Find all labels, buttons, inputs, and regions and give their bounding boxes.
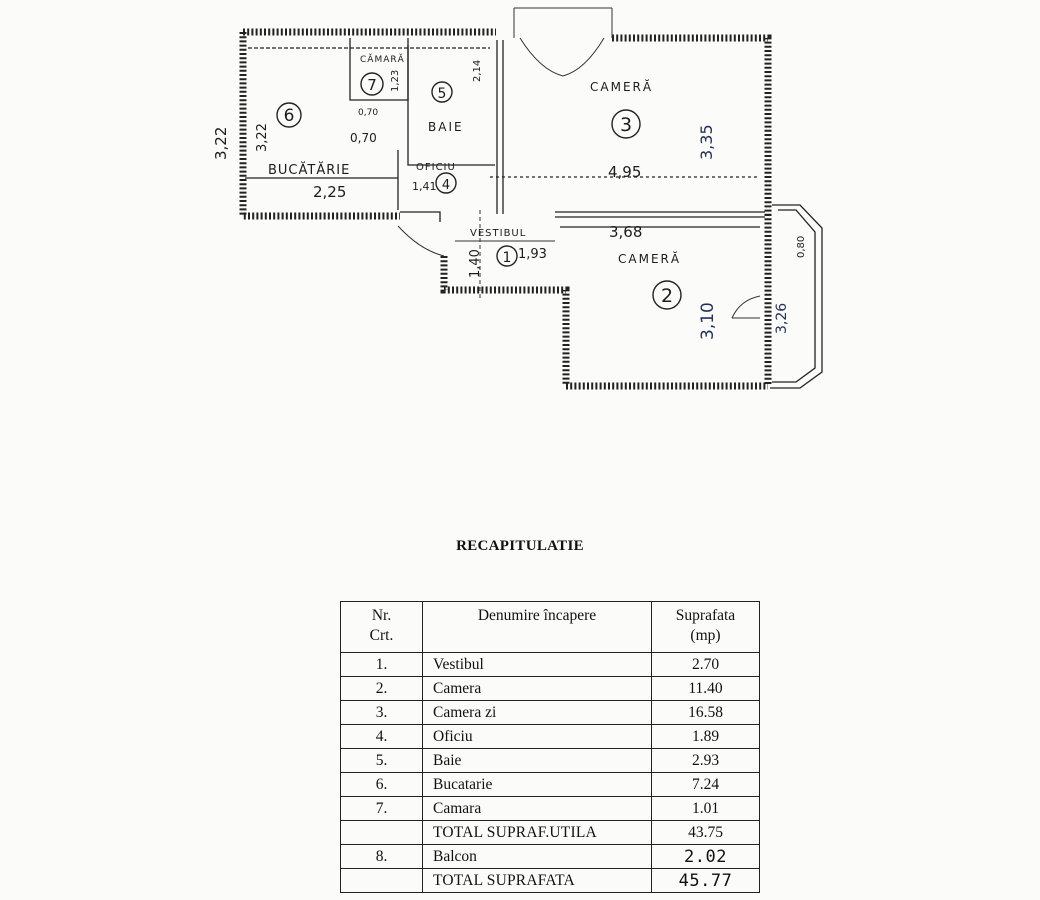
row-name: Camera	[422, 676, 652, 701]
room-6-number: 6	[284, 106, 295, 126]
row-area: 2.70	[651, 652, 760, 677]
room-4-label: OFICIU	[416, 162, 456, 173]
header-nr-line1: Nr.	[371, 607, 392, 624]
row-nr: 4.	[340, 724, 423, 749]
dim-oficiu-width: 1,41	[412, 180, 437, 193]
table-row: 5. Baie 2.93	[340, 748, 760, 773]
room-3-marker	[611, 109, 641, 139]
total-row: TOTAL SUPRAFATA 45.77	[340, 868, 760, 893]
room-2-label: CAMERĂ	[618, 251, 681, 266]
dim-baie-depth: 2,14	[472, 60, 483, 82]
floor-plan: 6 7 5 3 4 1 2 BUCĂTĂRIE CĂMARĂ BAIE CAME…	[212, 7, 823, 390]
total-area: 45.77	[651, 868, 760, 893]
header-nr-line2: Crt.	[369, 627, 394, 644]
dim-room2-width: 3,68	[609, 223, 642, 241]
row-name: Camara	[422, 796, 652, 821]
room-4-marker	[435, 172, 457, 194]
row-area: 16.58	[651, 700, 760, 725]
room-3-label: CAMERĂ	[590, 79, 653, 94]
room-5-marker	[431, 81, 453, 103]
dim-outer-left: 3,22	[212, 127, 230, 160]
room-7-marker	[360, 72, 384, 96]
room-2-marker	[652, 280, 682, 310]
row-nr: 1.	[340, 652, 423, 677]
row-area: 1.01	[651, 796, 760, 821]
bay-window	[731, 204, 823, 389]
table-header-row: Nr. Crt. Denumire încapere Suprafata (mp…	[340, 601, 760, 653]
table-row: 1. Vestibul 2.70	[340, 652, 760, 677]
balcon-row: 8. Balcon 2.02	[340, 844, 760, 869]
room-2-number: 2	[661, 285, 673, 307]
room-1-marker	[496, 245, 518, 267]
dim-vest-depth: 1,40	[468, 249, 483, 278]
header-area-line1: Suprafata	[675, 607, 736, 624]
row-name: Vestibul	[422, 652, 652, 677]
row-name: Camera zi	[422, 700, 652, 725]
dim-room3-depth: 3,35	[697, 124, 716, 160]
room-7-number: 7	[367, 76, 377, 94]
room-1-number: 1	[503, 250, 512, 266]
total-util-row: TOTAL SUPRAF.UTILA 43.75	[340, 820, 760, 845]
dim-balcony: 0,80	[796, 236, 807, 258]
room-4-number: 4	[442, 178, 450, 193]
total-label: TOTAL SUPRAFATA	[422, 868, 652, 893]
row-name: Bucatarie	[422, 772, 652, 797]
balcony-door	[513, 7, 613, 77]
balcon-area: 2.02	[651, 844, 760, 869]
room-5-label: BAIE	[428, 120, 464, 134]
total-util-label: TOTAL SUPRAF.UTILA	[422, 820, 652, 845]
room-5-number: 5	[438, 86, 447, 102]
recap-table: Nr. Crt. Denumire încapere Suprafata (mp…	[340, 601, 760, 893]
row-area: 2.93	[651, 748, 760, 773]
dim-kitchen-depth: 3,22	[255, 123, 270, 152]
row-nr: 3.	[340, 700, 423, 725]
total-util-nr	[340, 820, 423, 845]
balcon-name: Balcon	[422, 844, 652, 869]
dim-kitchen-width: 2,25	[313, 183, 346, 201]
header-name: Denumire încapere	[422, 601, 652, 653]
room-1-label: VESTIBUL	[470, 228, 526, 239]
row-name: Oficiu	[422, 724, 652, 749]
header-nr: Nr. Crt.	[340, 601, 423, 653]
total-util-area: 43.75	[651, 820, 760, 845]
row-name: Baie	[422, 748, 652, 773]
row-area: 11.40	[651, 676, 760, 701]
entry-door-arc	[397, 225, 445, 257]
table-row: 4. Oficiu 1.89	[340, 724, 760, 749]
room-6-label: BUCĂTĂRIE	[268, 162, 350, 178]
row-nr: 2.	[340, 676, 423, 701]
dim-vest-width: 1,93	[518, 247, 547, 262]
row-nr: 7.	[340, 796, 423, 821]
room-6-marker	[276, 102, 302, 128]
table-row: 6. Bucatarie 7.24	[340, 772, 760, 797]
table-row: 2. Camera 11.40	[340, 676, 760, 701]
table-row: 7. Camara 1.01	[340, 796, 760, 821]
row-area: 7.24	[651, 772, 760, 797]
row-area: 1.89	[651, 724, 760, 749]
dim-room3-width: 4,95	[608, 163, 641, 181]
balcon-nr: 8.	[340, 844, 423, 869]
dim-camara-box: 0,70	[358, 108, 378, 118]
recap-title: RECAPITULATIE	[456, 538, 584, 554]
header-area: Suprafata (mp)	[651, 601, 760, 653]
room-3-number: 3	[620, 114, 632, 136]
total-nr	[340, 868, 423, 893]
outer-walls	[239, 28, 772, 390]
inner-walls	[245, 38, 765, 228]
dim-camara-width: 0,70	[350, 131, 377, 145]
row-nr: 6.	[340, 772, 423, 797]
row-nr: 5.	[340, 748, 423, 773]
dim-room2-right: 3,26	[774, 303, 790, 334]
table-row: 3. Camera zi 16.58	[340, 700, 760, 725]
room-7-label: CĂMARĂ	[360, 53, 405, 65]
dim-camara-depth: 1,23	[390, 70, 401, 92]
header-area-line2: (mp)	[690, 627, 721, 644]
dim-room2-depth: 3,10	[698, 302, 718, 340]
